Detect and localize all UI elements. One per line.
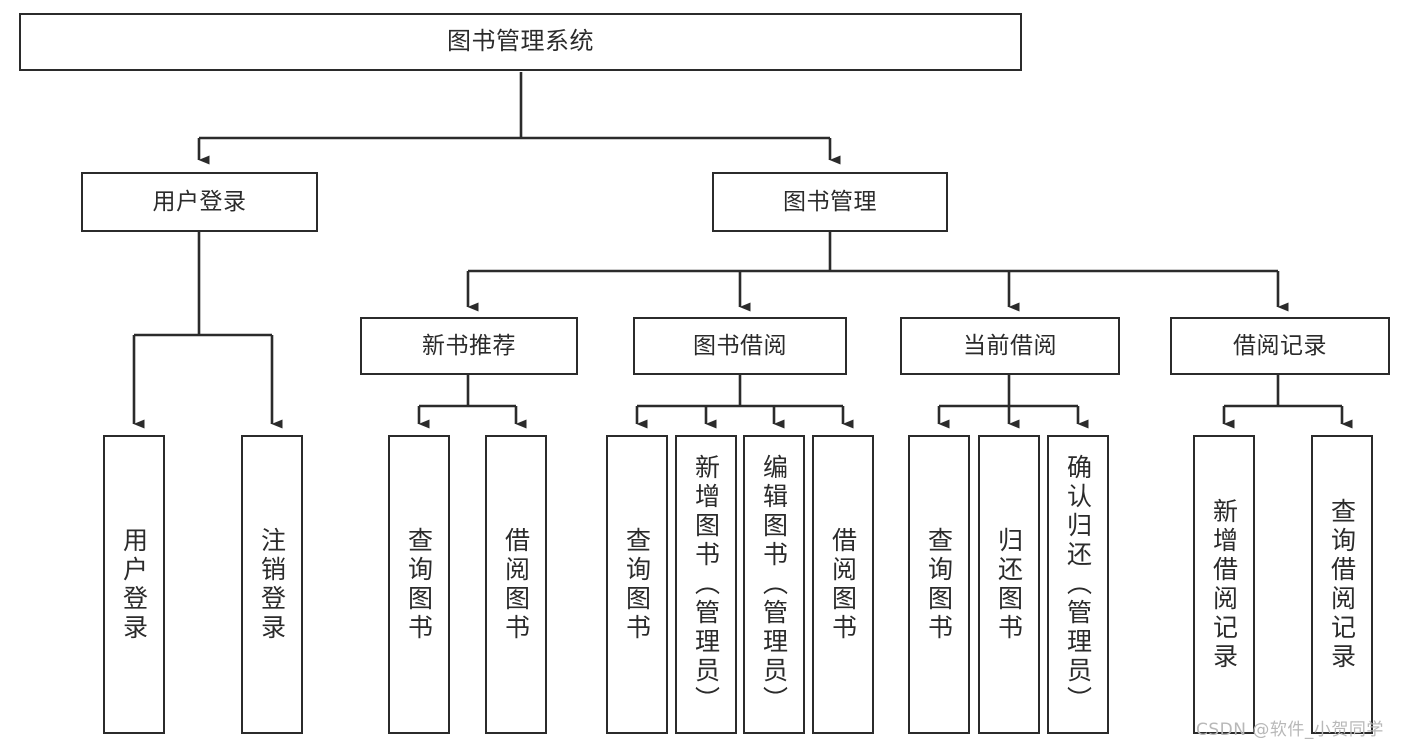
node-leaf-borrow-book-2[interactable]: 借阅图书 bbox=[812, 435, 874, 734]
node-current-borrow-label: 当前借阅 bbox=[963, 332, 1057, 359]
node-leaf-confirm-return-label: 确认归还（管理员） bbox=[1063, 454, 1093, 715]
node-leaf-query-book-1-label: 查询图书 bbox=[404, 526, 434, 643]
node-leaf-query-book-2[interactable]: 查询图书 bbox=[606, 435, 668, 734]
node-book-manage[interactable]: 图书管理 bbox=[712, 172, 948, 232]
node-leaf-query-book-3[interactable]: 查询图书 bbox=[908, 435, 970, 734]
node-leaf-query-book-1[interactable]: 查询图书 bbox=[388, 435, 450, 734]
node-borrow-record[interactable]: 借阅记录 bbox=[1170, 317, 1390, 375]
node-leaf-borrow-book-2-label: 借阅图书 bbox=[828, 526, 858, 643]
node-user-login-label: 用户登录 bbox=[152, 188, 247, 215]
node-leaf-query-book-2-label: 查询图书 bbox=[622, 526, 652, 643]
node-book-manage-label: 图书管理 bbox=[783, 188, 877, 215]
node-leaf-user-login-label: 用户登录 bbox=[119, 526, 149, 643]
node-new-book-rec-label: 新书推荐 bbox=[422, 332, 516, 359]
node-leaf-logout-login[interactable]: 注销登录 bbox=[241, 435, 303, 734]
node-leaf-query-record-label: 查询借阅记录 bbox=[1327, 497, 1357, 672]
node-book-borrow[interactable]: 图书借阅 bbox=[633, 317, 847, 375]
node-leaf-confirm-return[interactable]: 确认归还（管理员） bbox=[1047, 435, 1109, 734]
node-book-borrow-label: 图书借阅 bbox=[693, 332, 787, 359]
csdn-watermark: CSDN @软件_小贺同学 bbox=[1196, 720, 1384, 740]
node-leaf-query-record[interactable]: 查询借阅记录 bbox=[1311, 435, 1373, 734]
node-new-book-rec[interactable]: 新书推荐 bbox=[360, 317, 578, 375]
node-leaf-add-record-label: 新增借阅记录 bbox=[1209, 497, 1239, 672]
node-root-label: 图书管理系统 bbox=[447, 27, 594, 56]
node-leaf-borrow-book-1[interactable]: 借阅图书 bbox=[485, 435, 547, 734]
node-leaf-return-book-label: 归还图书 bbox=[994, 526, 1024, 643]
node-user-login[interactable]: 用户登录 bbox=[81, 172, 318, 232]
node-current-borrow[interactable]: 当前借阅 bbox=[900, 317, 1120, 375]
node-leaf-return-book[interactable]: 归还图书 bbox=[978, 435, 1040, 734]
node-leaf-add-book-label: 新增图书（管理员） bbox=[691, 454, 721, 715]
node-leaf-add-book[interactable]: 新增图书（管理员） bbox=[675, 435, 737, 734]
node-borrow-record-label: 借阅记录 bbox=[1233, 332, 1327, 359]
node-leaf-borrow-book-1-label: 借阅图书 bbox=[501, 526, 531, 643]
node-leaf-user-login[interactable]: 用户登录 bbox=[103, 435, 165, 734]
node-leaf-query-book-3-label: 查询图书 bbox=[924, 526, 954, 643]
node-leaf-add-record[interactable]: 新增借阅记录 bbox=[1193, 435, 1255, 734]
node-root[interactable]: 图书管理系统 bbox=[19, 13, 1022, 71]
node-leaf-edit-book[interactable]: 编辑图书（管理员） bbox=[743, 435, 805, 734]
node-leaf-logout-login-label: 注销登录 bbox=[257, 526, 287, 643]
node-leaf-edit-book-label: 编辑图书（管理员） bbox=[759, 454, 789, 715]
